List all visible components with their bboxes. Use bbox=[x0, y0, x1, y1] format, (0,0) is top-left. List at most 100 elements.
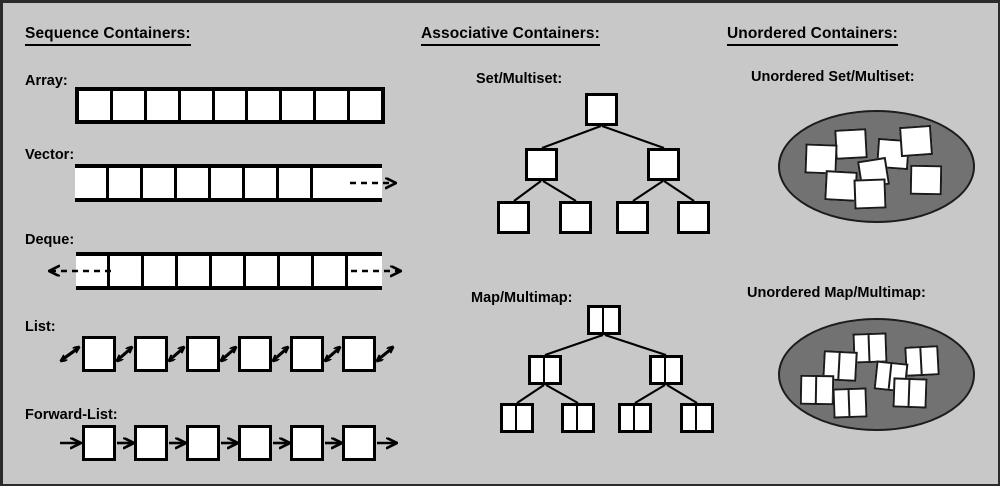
deque-rail-top bbox=[76, 252, 382, 256]
map-key-cell bbox=[652, 358, 666, 382]
array-cell bbox=[112, 91, 147, 120]
map-tree-leaf bbox=[561, 403, 595, 433]
set-tree-leaf bbox=[559, 201, 592, 234]
label-list: List: bbox=[25, 319, 56, 335]
label-unordered-map-multimap: Unordered Map/Multimap: bbox=[747, 285, 926, 301]
vector-cell bbox=[211, 168, 245, 198]
unordered-set-element bbox=[909, 164, 943, 196]
unordered-set-element bbox=[853, 178, 887, 210]
map-value-cell bbox=[870, 334, 886, 361]
map-tree-node bbox=[649, 355, 683, 385]
forward-list-node bbox=[342, 425, 376, 461]
vector-cell bbox=[245, 168, 279, 198]
forward-list-node bbox=[238, 425, 272, 461]
map-key-cell bbox=[621, 406, 635, 430]
array-cell bbox=[214, 91, 249, 120]
vector-rail-bottom bbox=[75, 198, 382, 202]
forward-list-node bbox=[134, 425, 168, 461]
label-array: Array: bbox=[25, 73, 68, 89]
set-tree-root bbox=[585, 93, 618, 126]
array-cell bbox=[180, 91, 215, 120]
map-tree-leaf bbox=[680, 403, 714, 433]
deque-cell bbox=[212, 256, 246, 286]
map-tree-node bbox=[528, 355, 562, 385]
map-key-cell bbox=[906, 348, 923, 375]
map-key-cell bbox=[564, 406, 578, 430]
map-value-cell bbox=[604, 308, 618, 332]
label-set-multiset: Set/Multiset: bbox=[476, 71, 563, 87]
map-tree-leaf bbox=[618, 403, 652, 433]
deque-cell bbox=[280, 256, 314, 286]
map-value-cell bbox=[817, 377, 832, 403]
vector-cell bbox=[313, 168, 347, 198]
map-value-cell bbox=[545, 358, 559, 382]
array-cell bbox=[146, 91, 181, 120]
vector-cell bbox=[109, 168, 143, 198]
heading-unordered-containers: Unordered Containers: bbox=[727, 25, 898, 46]
label-vector: Vector: bbox=[25, 147, 75, 163]
map-tree-root bbox=[587, 305, 621, 335]
vector-cell bbox=[177, 168, 211, 198]
list-node bbox=[134, 336, 168, 372]
heading-sequence-containers: Sequence Containers: bbox=[25, 25, 191, 46]
map-value-cell bbox=[635, 406, 649, 430]
deque-rail-bottom bbox=[76, 286, 382, 290]
map-tree-leaf bbox=[500, 403, 534, 433]
label-unordered-set-multiset: Unordered Set/Multiset: bbox=[751, 69, 915, 85]
deque-cell bbox=[246, 256, 280, 286]
unordered-map-blob bbox=[778, 318, 975, 431]
unordered-set-element bbox=[834, 128, 868, 160]
set-tree-node bbox=[647, 148, 680, 181]
array-cell bbox=[248, 91, 283, 120]
map-key-cell bbox=[801, 376, 818, 403]
unordered-map-element bbox=[852, 332, 888, 364]
deque-cell bbox=[314, 256, 348, 286]
list-node bbox=[238, 336, 272, 372]
array-cell bbox=[282, 91, 317, 120]
map-key-cell bbox=[531, 358, 545, 382]
array-cell bbox=[79, 91, 113, 120]
set-tree-node bbox=[525, 148, 558, 181]
label-forward-list: Forward-List: bbox=[25, 407, 118, 423]
deque-cells bbox=[76, 256, 382, 286]
array-cell bbox=[316, 91, 351, 120]
unordered-map-element bbox=[904, 345, 940, 377]
map-key-cell bbox=[503, 406, 517, 430]
set-tree-leaf bbox=[497, 201, 530, 234]
forward-list-node bbox=[186, 425, 220, 461]
vector-container bbox=[75, 164, 382, 202]
forward-list-node bbox=[290, 425, 324, 461]
set-tree-leaf bbox=[616, 201, 649, 234]
label-map-multimap: Map/Multimap: bbox=[471, 290, 573, 306]
unordered-set-element bbox=[898, 124, 934, 158]
list-node bbox=[290, 336, 324, 372]
map-value-cell bbox=[697, 406, 711, 430]
list-node bbox=[342, 336, 376, 372]
map-value-cell bbox=[666, 358, 680, 382]
array-cell bbox=[350, 91, 382, 120]
unordered-map-element bbox=[832, 387, 868, 419]
unordered-map-element bbox=[799, 374, 835, 406]
list-node bbox=[186, 336, 220, 372]
set-tree-leaf bbox=[677, 201, 710, 234]
vector-cells bbox=[75, 168, 347, 198]
vector-cell bbox=[75, 168, 109, 198]
map-key-cell bbox=[683, 406, 697, 430]
map-value-cell bbox=[850, 389, 866, 416]
map-key-cell bbox=[590, 308, 604, 332]
map-value-cell bbox=[578, 406, 592, 430]
vector-cell bbox=[279, 168, 313, 198]
map-value-cell bbox=[910, 380, 926, 407]
map-value-cell bbox=[921, 347, 937, 374]
deque-cell bbox=[178, 256, 212, 286]
unordered-map-element bbox=[892, 377, 928, 409]
map-key-cell bbox=[834, 390, 851, 417]
vector-rail-top bbox=[75, 164, 382, 168]
map-value-cell bbox=[839, 353, 855, 380]
heading-associative-containers: Associative Containers: bbox=[421, 25, 600, 46]
map-value-cell bbox=[517, 406, 531, 430]
map-key-cell bbox=[894, 379, 911, 406]
deque-cell bbox=[348, 256, 382, 286]
deque-container bbox=[76, 252, 382, 290]
